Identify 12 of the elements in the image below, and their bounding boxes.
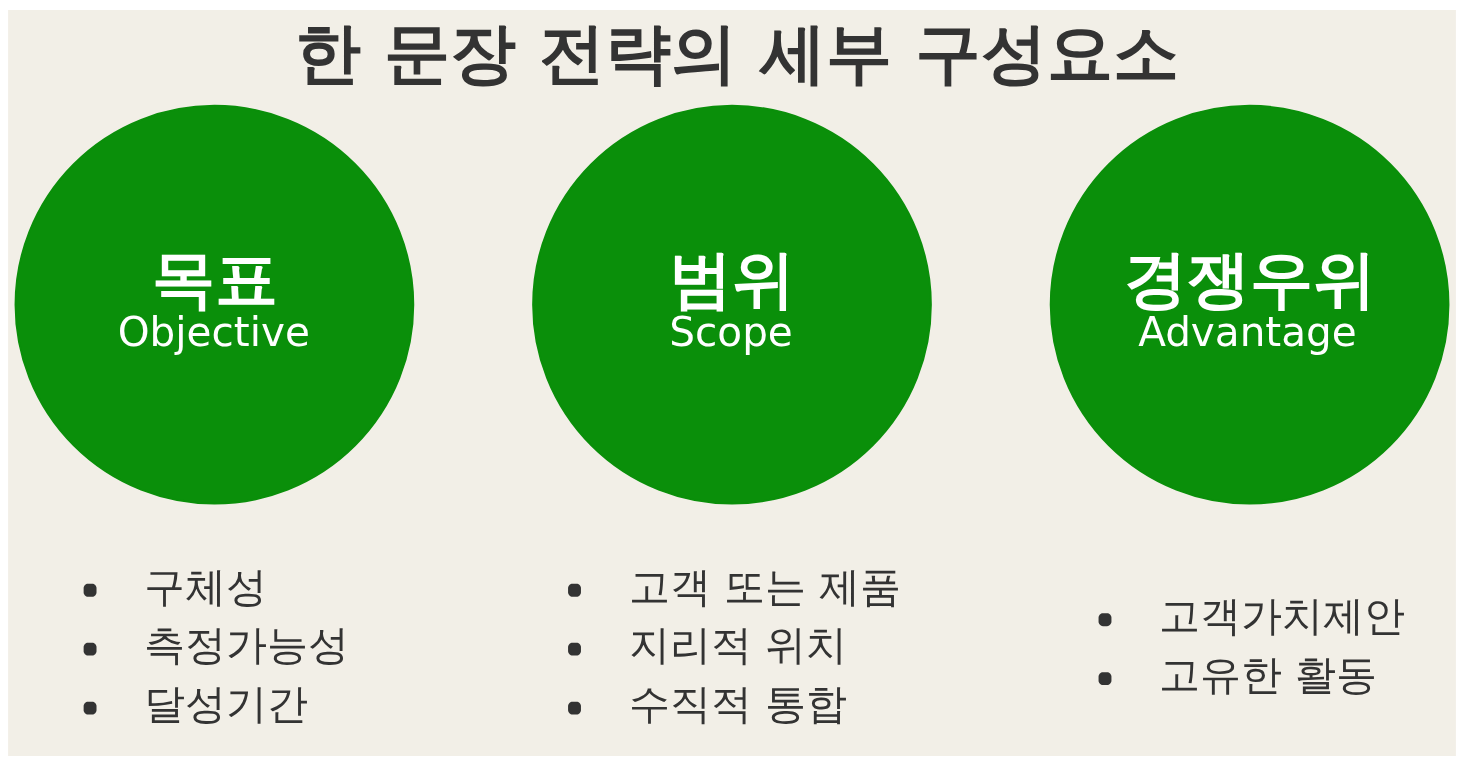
node-label: 달성기간: [144, 679, 309, 728]
node-circle: 목표 Objective: [14, 104, 415, 505]
node-label: 구체성: [144, 562, 268, 611]
node-label: 고객 또는 제품: [628, 562, 901, 611]
node-circle: 경쟁우위 Advantage: [1049, 104, 1450, 505]
node-label: 수직적 통합: [628, 679, 847, 728]
node-label: 고유한 활동: [1159, 650, 1378, 699]
node-circle: 범위 Scope: [532, 104, 932, 505]
node-label: 고객가치제안: [1159, 591, 1406, 640]
node-label: 측정가능성: [144, 620, 350, 669]
diagram-title: 한 문장 전략의 세부 구성요소: [294, 13, 1179, 92]
node-label: 지리적 위치: [628, 620, 847, 669]
